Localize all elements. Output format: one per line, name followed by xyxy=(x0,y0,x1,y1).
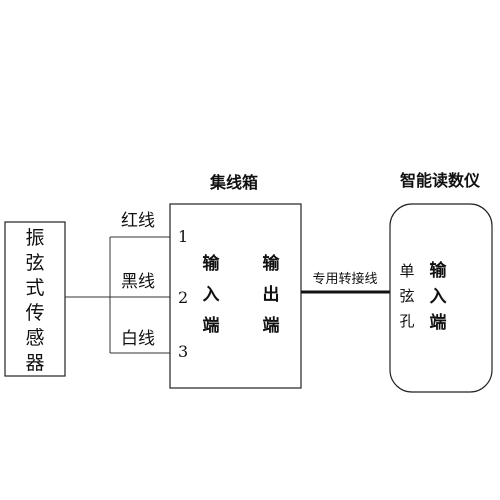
black-wire-label: 黑线 xyxy=(121,272,155,292)
sensor-char: 振 xyxy=(25,227,44,249)
sensor-char: 传 xyxy=(25,302,44,324)
sensor-char: 感 xyxy=(25,327,44,349)
junction-output-char: 输 xyxy=(263,253,281,274)
junction-input-char: 入 xyxy=(203,285,220,305)
sensor-box xyxy=(4,221,66,377)
sensor-char: 弦 xyxy=(25,252,44,274)
junction-output-char: 出 xyxy=(263,284,280,305)
reader-input-char: 端 xyxy=(430,312,447,333)
pin-label: 3 xyxy=(178,342,188,361)
sensor-char: 器 xyxy=(25,352,44,374)
reader-hole-char: 单 xyxy=(399,262,414,280)
pin-label: 2 xyxy=(178,288,188,307)
reader-input-char: 入 xyxy=(430,287,447,307)
sensor-char: 式 xyxy=(25,277,44,299)
reader-hole-char: 孔 xyxy=(399,312,414,330)
reader-title: 智能读数仪 xyxy=(400,171,481,190)
junction-input-char: 端 xyxy=(203,315,220,336)
adapter-cable-label: 专用转接线 xyxy=(312,271,377,287)
junction-box-title: 集线箱 xyxy=(209,173,258,192)
junction-output-char: 端 xyxy=(263,315,280,336)
red-wire-label: 红线 xyxy=(121,211,155,231)
reader-hole-char: 弦 xyxy=(399,287,414,305)
reader-box xyxy=(389,203,493,393)
white-wire-label: 白线 xyxy=(121,329,155,349)
pin-label: 1 xyxy=(178,227,188,246)
junction-box xyxy=(169,203,302,389)
junction-input-char: 输 xyxy=(203,253,221,274)
reader-input-char: 输 xyxy=(430,260,448,281)
